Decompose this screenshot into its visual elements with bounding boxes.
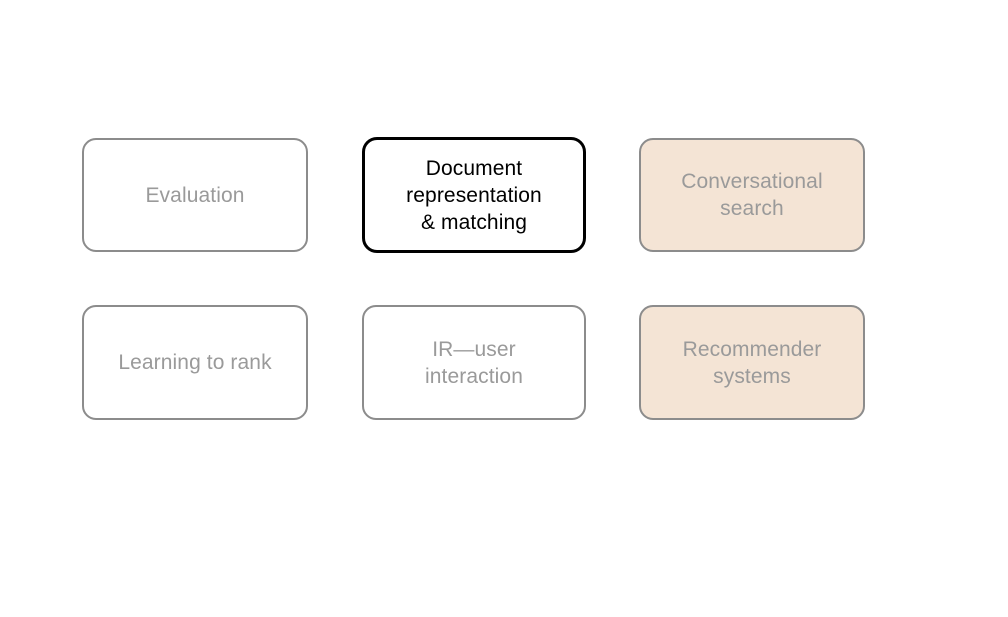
node-recommender-systems[interactable]: Recommender systems <box>639 305 865 420</box>
node-label-learning-to-rank: Learning to rank <box>118 351 272 374</box>
node-ir-user-interaction[interactable]: IR—user interaction <box>362 305 586 420</box>
node-learning-to-rank[interactable]: Learning to rank <box>82 305 308 420</box>
node-label-ir-user-interaction: IR—user interaction <box>425 337 523 388</box>
node-document-representation-matching[interactable]: Document representation & matching <box>362 137 586 253</box>
node-label-conversational-search: Conversational search <box>681 170 823 220</box>
node-label-evaluation: Evaluation <box>145 183 245 207</box>
node-label-recommender-systems: Recommender systems <box>682 337 822 388</box>
node-conversational-search[interactable]: Conversational search <box>639 138 865 252</box>
node-label-document-representation-matching: Document representation & matching <box>406 156 542 234</box>
node-evaluation[interactable]: Evaluation <box>82 138 308 252</box>
